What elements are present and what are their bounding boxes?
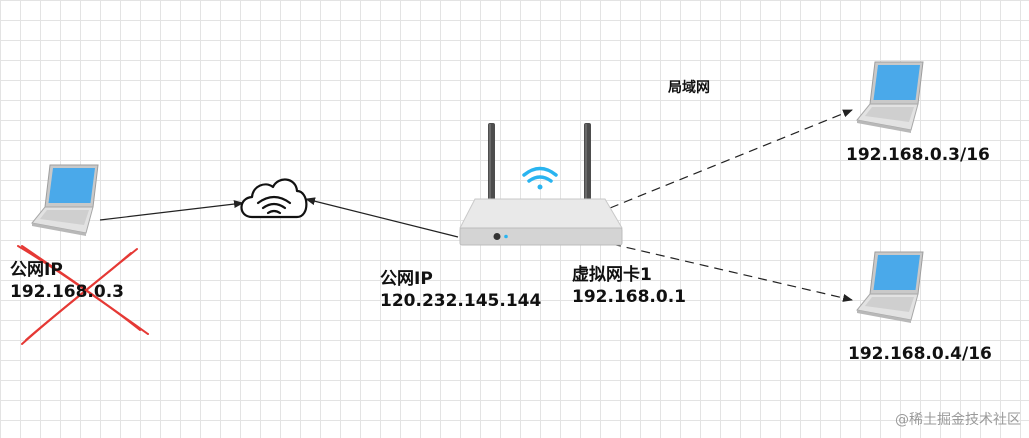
router-icon [459,123,623,246]
cloud-icon [240,178,308,219]
lan-laptop-bottom-ip: 192.168.0.4/16 [848,344,992,364]
router-public-label: 公网IP [380,269,433,289]
cross-out-mark [17,245,149,345]
left-laptop-label-line1: 公网IP [10,260,63,280]
router-to-cloud-link [305,197,459,238]
left-laptop-icon [31,164,99,236]
router-public-ip: 120.232.145.144 [380,291,542,311]
router-to-laptop-top-link [609,109,853,209]
lan-laptop-top-icon [856,61,924,133]
router-nic-ip: 192.168.0.1 [572,287,687,307]
router-public-ip-label: 公网IP 120.232.145.144 [380,268,541,312]
laptop-to-cloud-link [99,200,244,221]
router-to-laptop-bottom-link [611,243,853,302]
lan-laptop-bottom-icon [856,251,924,323]
watermark: @稀土掘金技术社区 [895,412,1021,428]
left-laptop-label: 公网IP 192.168.0.3 [10,259,124,303]
wifi-signal-icon [522,166,558,190]
router-nic-label: 虚拟网卡1 192.168.0.1 [572,264,686,308]
lan-laptop-top-ip: 192.168.0.3/16 [846,145,990,165]
left-laptop-label-line2: 192.168.0.3 [10,282,125,302]
router-nic-name: 虚拟网卡1 [572,265,652,285]
lan-label: 局域网 [668,80,710,96]
